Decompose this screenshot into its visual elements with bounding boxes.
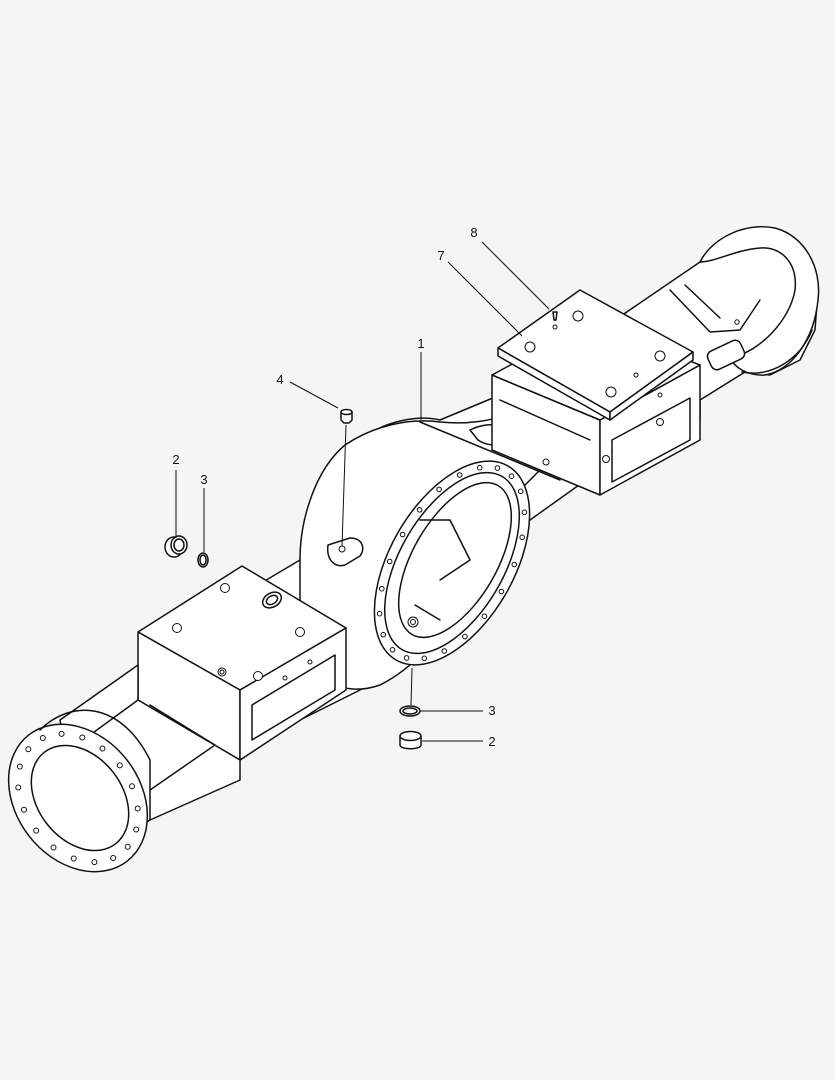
bolt-hole: [456, 472, 463, 478]
bolt-hole: [386, 558, 393, 565]
bolt-hole: [129, 783, 135, 790]
bolt-hole: [91, 859, 98, 866]
bolt-hole: [481, 613, 488, 620]
callout-2-lower: 2: [488, 734, 495, 749]
bolt-hole: [389, 647, 396, 653]
bolt-hole: [25, 746, 32, 753]
callout-7: 7: [437, 248, 444, 263]
bolt-hole: [16, 763, 23, 770]
breather-part-4: [340, 408, 353, 424]
bolt-hole: [436, 486, 442, 493]
leader-lines: [175, 241, 550, 742]
bolt-hole: [376, 610, 383, 617]
bolt-hole: [517, 488, 524, 495]
bolt-hole: [519, 534, 526, 541]
bolt-hole: [110, 855, 117, 861]
axle-housing: [7, 226, 820, 873]
bolt-hole: [379, 585, 385, 592]
bolt-hole: [79, 734, 86, 741]
bolt-hole: [70, 855, 77, 862]
bolt-hole: [521, 509, 528, 516]
plug-part-2-lower: [399, 730, 422, 750]
o-ring-part-3-upper: [197, 552, 209, 568]
callout-1: 1: [417, 336, 424, 351]
flange-bolt-holes: [376, 464, 528, 662]
bolt-hole: [133, 826, 140, 833]
bolt-hole: [498, 588, 505, 595]
bolt-hole: [21, 806, 27, 813]
bolt-hole: [476, 464, 483, 471]
bolt-hole: [403, 655, 410, 661]
callout-3-lower: 3: [488, 703, 495, 718]
bolt-hole: [511, 561, 518, 568]
bolt-hole: [33, 827, 40, 834]
bolt-hole: [380, 631, 387, 638]
cover-plate: [497, 289, 694, 421]
bolt-hole: [399, 531, 406, 538]
bolt-hole: [58, 730, 65, 737]
bolt-hole: [441, 648, 448, 654]
callout-4: 4: [276, 372, 283, 387]
bolt-hole: [124, 843, 131, 850]
bolt-hole: [116, 762, 123, 769]
bolt-hole: [50, 844, 57, 851]
bolt-hole: [15, 784, 22, 791]
bolt-hole: [416, 507, 423, 513]
callout-3-upper: 3: [200, 472, 207, 487]
left-flange-bolt-holes: [15, 730, 141, 866]
bolt-hole: [39, 735, 46, 741]
bolt-hole: [462, 633, 468, 640]
bolt-hole: [421, 655, 428, 662]
o-ring-part-3-lower: [399, 705, 421, 717]
bolt-hole: [508, 473, 515, 480]
screw-part-8: [552, 311, 558, 330]
bolt-hole: [494, 465, 501, 471]
callout-2-upper: 2: [172, 452, 179, 467]
plug-part-2-upper: [164, 535, 188, 558]
callout-8: 8: [470, 225, 477, 240]
callout-labels: 1 2 3 4 7 8 3 2: [172, 225, 495, 749]
bolt-hole: [134, 805, 141, 812]
bolt-hole: [99, 745, 106, 752]
